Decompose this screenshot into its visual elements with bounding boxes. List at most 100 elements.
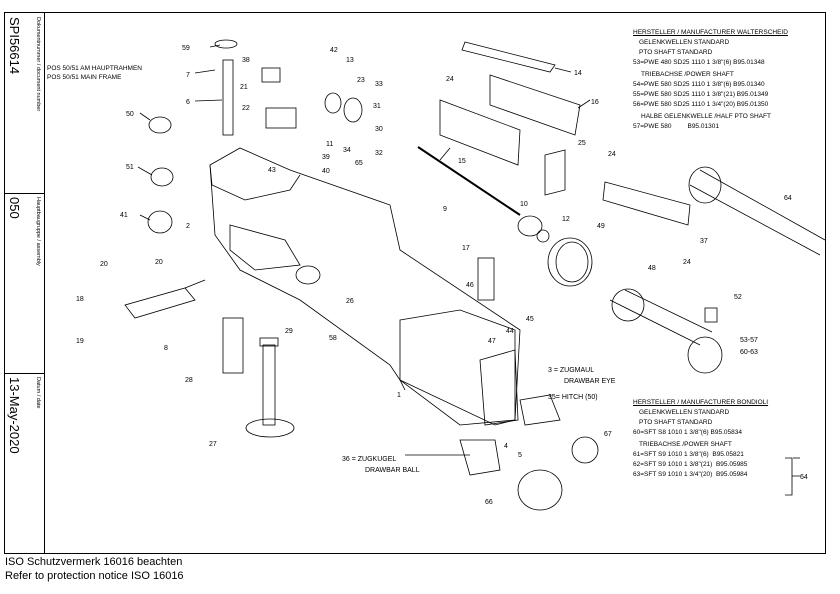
bondioli-power-title: TRIEBACHSE /POWER SHAFT: [639, 441, 732, 448]
callout: 66: [485, 499, 493, 506]
callout: 16: [591, 99, 599, 106]
shaft-cover-inner: [555, 241, 589, 283]
callout: 33: [375, 81, 383, 88]
callout: 5: [518, 452, 522, 459]
walterscheid-std-item: 53=PWE 480 SD25 1110 1 3/8"(6) B95.01348: [633, 59, 765, 66]
callout: 34: [343, 147, 351, 154]
callout: 2: [186, 223, 190, 230]
callout: 24: [683, 259, 691, 266]
callout: 24: [446, 76, 454, 83]
jack-foot: [245, 418, 295, 438]
jack-bracket-28: [222, 317, 244, 374]
iso-notice-en: Refer to protection notice ISO 16016: [5, 570, 184, 582]
callout: 24: [608, 151, 616, 158]
ring-41: [147, 210, 173, 234]
cylinder-rod: [184, 279, 206, 289]
callout: 51: [126, 164, 134, 171]
washer-part: [214, 39, 238, 49]
callout: 27: [209, 441, 217, 448]
block-38: [261, 67, 281, 83]
callout: 23: [357, 77, 365, 84]
callout: 21: [240, 84, 248, 91]
note-eye-en: DRAWBAR EYE: [564, 378, 616, 385]
frame-ring: [295, 265, 321, 285]
callout: 22: [242, 105, 250, 112]
callout: 29: [285, 328, 293, 335]
callout: 13: [346, 57, 354, 64]
callout: 49: [597, 223, 605, 230]
bondioli-power-item: 61=SFT S9 1010 1 3/8"(6) B95.05821: [633, 450, 768, 460]
item-code: 63=SFT S9 1010 1 3/4"(20): [633, 471, 713, 478]
callout: 20: [100, 261, 108, 268]
callout: 14: [574, 70, 582, 77]
callout: 18: [76, 296, 84, 303]
title-block-sidebar: Dokumentnummer / document number SPI5661…: [5, 13, 45, 553]
shaft-bearing: [536, 229, 550, 243]
item-no: B95.05985: [715, 461, 748, 468]
walterscheid-power-item: 54=PWE 580 SD25 1110 1 3/8"(6) B95.01340: [633, 81, 765, 88]
pto-yoke: [688, 166, 722, 204]
callout: 60-63: [740, 349, 758, 356]
shaft-cover: [547, 237, 593, 287]
pto-shaft-53-57: [609, 289, 713, 346]
bondioli-std-en: PTO SHAFT STANDARD: [639, 419, 713, 426]
bondioli-std-item: 60=SFT S8 1010 1 3/8"(6) B95.05834: [633, 429, 742, 436]
callout: 25: [578, 140, 586, 147]
hitch-plate: [479, 349, 519, 426]
bushing-51: [150, 167, 174, 187]
callout: 26: [346, 298, 354, 305]
half-pto-shaft: [689, 169, 826, 256]
callout: 31: [373, 103, 381, 110]
callout: 52: [734, 294, 742, 301]
walterscheid-half-title: HALBE GELENKWELLE /HALF PTO SHAFT: [641, 113, 771, 120]
callout: 20: [155, 259, 163, 266]
guard-67: [571, 436, 599, 464]
group-cell: Hauptbaugruppe / assembly 050: [5, 193, 44, 374]
plate-16: [489, 74, 581, 136]
callout: 50: [126, 111, 134, 118]
callout: 58: [329, 335, 337, 342]
pto-end-left: [611, 288, 645, 322]
pos-note-en: POS 50/51 MAIN FRAME: [47, 74, 122, 81]
callout: 67: [604, 431, 612, 438]
walterscheid-std-de: GELENKWELLEN STANDARD: [639, 39, 730, 46]
callout: 12: [562, 216, 570, 223]
half-item-code: 57=PWE 580: [633, 123, 672, 130]
cylinder-part: [124, 287, 196, 319]
docno-cell: Dokumentnummer / document number SPI5661…: [5, 13, 44, 194]
callout: 65: [355, 160, 363, 167]
note-eye-de: 3 = ZUGMAUL: [548, 367, 594, 374]
bondioli-table: HERSTELLER / MANUFACTURER BONDIOLI GELEN…: [633, 398, 768, 480]
walterscheid-power-title: TRIEBACHSE /POWER SHAFT: [641, 71, 734, 78]
callout: 40: [322, 168, 330, 175]
drawbar-ball: [459, 439, 501, 476]
plate-15: [439, 99, 521, 166]
callout: 28: [185, 377, 193, 384]
callout: 30: [375, 126, 383, 133]
frame-box-section: [399, 309, 516, 426]
seal-11: [324, 92, 342, 114]
callout: 37: [700, 238, 708, 245]
post-part: [222, 59, 234, 136]
pin-52: [704, 307, 718, 323]
note-ball-en: DRAWBAR BALL: [365, 467, 420, 474]
callout: 45: [526, 316, 534, 323]
callout: 46: [466, 282, 474, 289]
bondioli-std-de: GELENKWELLEN STANDARD: [639, 409, 730, 416]
frame-upper-tube: [209, 164, 301, 201]
drawing-frame: Dokumentnummer / document number SPI5661…: [4, 12, 826, 554]
walterscheid-title: HERSTELLER / MANUFACTURER WALTERSCHEID: [633, 29, 788, 36]
bondioli-title: HERSTELLER / MANUFACTURER BONDIOLI: [633, 399, 769, 406]
bracket-25: [544, 149, 566, 196]
callout: 1: [397, 392, 401, 399]
jack-top: [259, 337, 279, 347]
guard-66: [517, 469, 563, 511]
pto-end-right: [687, 336, 723, 374]
callout: 47: [488, 338, 496, 345]
callout: 42: [330, 47, 338, 54]
callout: 48: [648, 265, 656, 272]
main-frame-part: [209, 147, 521, 426]
callout: 43: [268, 167, 276, 174]
note-ball-de: 36 = ZUGKUGEL: [342, 456, 396, 463]
